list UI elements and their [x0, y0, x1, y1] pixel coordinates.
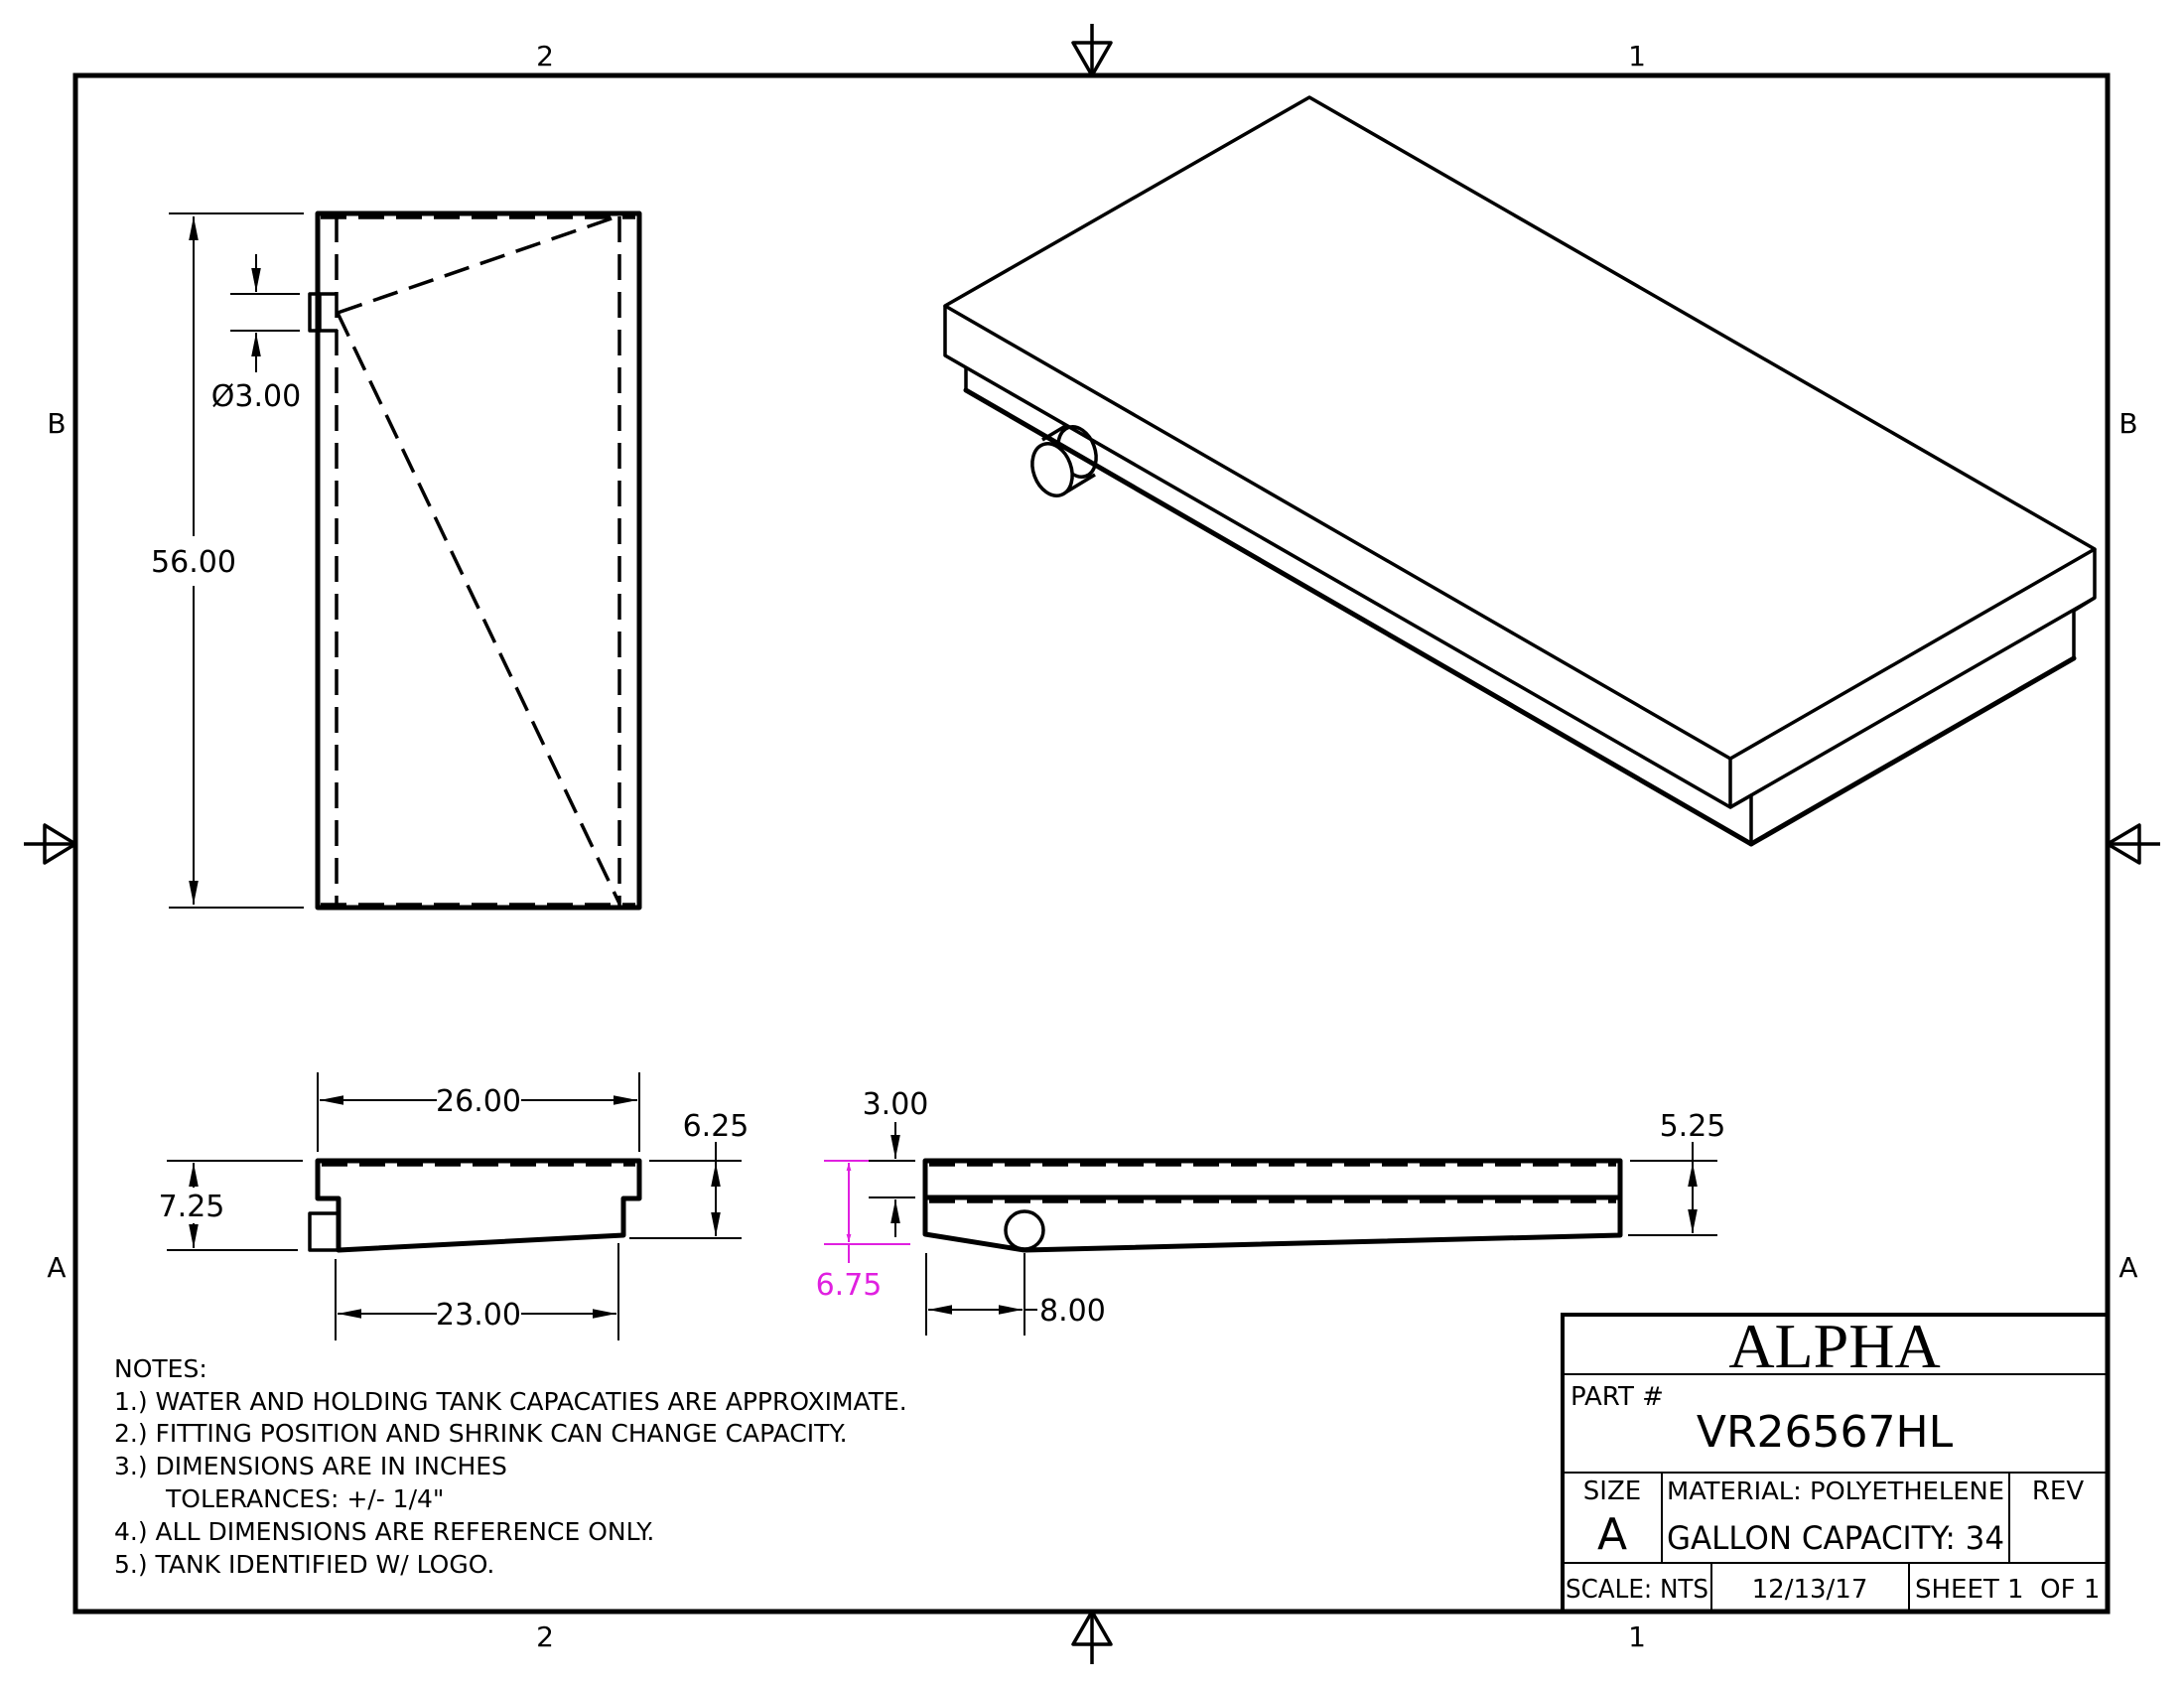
sheet-number: SHEET 1 OF 1	[1915, 1575, 2100, 1605]
rev-label: REV	[2032, 1477, 2084, 1506]
zone-row-b-left: B	[47, 407, 66, 440]
front-view: 26.00 23.00 7.25 6.25	[159, 1072, 750, 1340]
size-label: SIZE	[1583, 1477, 1641, 1506]
dim-8: 8.00	[1039, 1294, 1106, 1329]
dim-56: 56.00	[151, 545, 236, 580]
zone-row-a-left: A	[47, 1251, 66, 1284]
zone-row-b-right: B	[2118, 407, 2137, 440]
dim-3: 3.00	[863, 1087, 929, 1122]
size-value: A	[1597, 1509, 1627, 1560]
dim-6-25: 6.25	[683, 1109, 750, 1144]
title-block: ALPHA PART # VR26567HL SIZE A MATERIAL: …	[1561, 1311, 2110, 1614]
isometric-view	[943, 95, 2097, 847]
zone-col-2-bottom: 2	[536, 1620, 554, 1653]
zone-col-1-top: 1	[1628, 40, 1646, 72]
dim-26: 26.00	[436, 1084, 521, 1119]
date: 12/13/17	[1752, 1575, 1868, 1605]
dim-23: 23.00	[436, 1298, 521, 1333]
notes-heading: NOTES:	[114, 1354, 207, 1383]
dim-5-25: 5.25	[1660, 1109, 1726, 1144]
note-1: 1.) WATER AND HOLDING TANK CAPACATIES AR…	[114, 1387, 907, 1416]
center-mark-left-icon	[24, 823, 77, 865]
fitting-outline	[308, 292, 322, 333]
side-view: 3.00 6.75 8.00 5.25	[816, 1087, 1726, 1336]
dim-7-25: 7.25	[159, 1190, 225, 1224]
zone-col-2-top: 2	[536, 40, 554, 72]
center-mark-top-icon	[1071, 24, 1113, 77]
note-2: 2.) FITTING POSITION AND SHRINK CAN CHAN…	[114, 1419, 848, 1448]
dim-fitting-diameter: Ø3.00	[211, 379, 301, 414]
zone-col-1-bottom: 1	[1628, 1620, 1646, 1653]
note-3-tolerances: TOLERANCES: +/- 1/4"	[165, 1484, 444, 1513]
note-3: 3.) DIMENSIONS ARE IN INCHES	[114, 1452, 507, 1480]
top-view: 56.00 Ø3.00	[151, 211, 642, 911]
note-5: 5.) TANK IDENTIFIED W/ LOGO.	[114, 1550, 494, 1579]
material: MATERIAL: POLYETHELENE	[1667, 1477, 2004, 1505]
part-label: PART #	[1570, 1382, 1664, 1412]
fitting-cylinder	[1030, 423, 1098, 497]
fitting-circle	[1004, 1209, 1045, 1251]
notes-block: NOTES: 1.) WATER AND HOLDING TANK CAPACA…	[114, 1354, 907, 1579]
center-mark-right-icon	[2106, 823, 2160, 865]
note-4: 4.) ALL DIMENSIONS ARE REFERENCE ONLY.	[114, 1517, 654, 1546]
gallon-capacity: GALLON CAPACITY: 34	[1667, 1519, 2004, 1557]
center-mark-bottom-icon	[1071, 1610, 1113, 1664]
company-name: ALPHA	[1728, 1311, 1940, 1381]
scale: SCALE: NTS	[1566, 1575, 1708, 1605]
part-number: VR26567HL	[1697, 1407, 1954, 1458]
zone-row-a-right: A	[2118, 1251, 2137, 1284]
dim-6-75: 6.75	[816, 1268, 883, 1303]
